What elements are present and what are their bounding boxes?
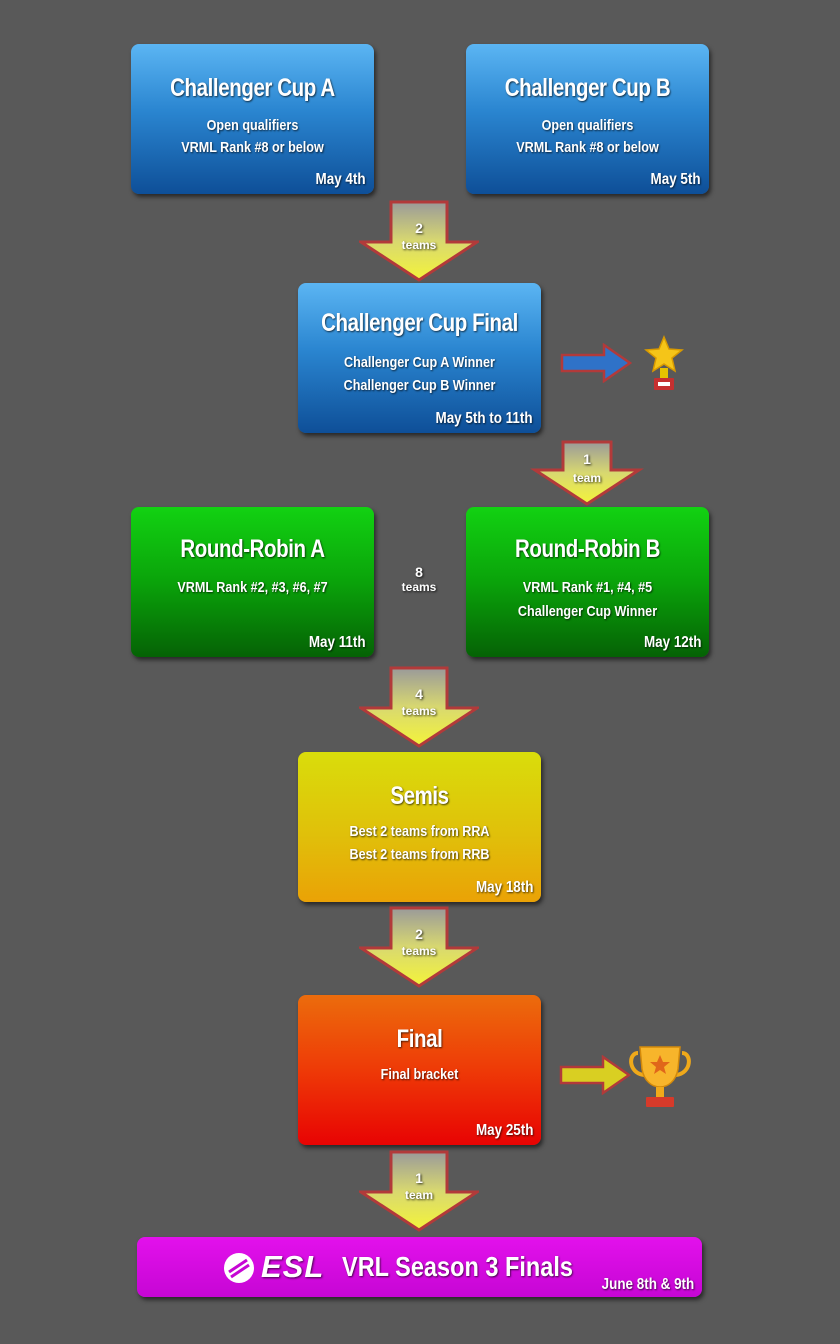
round-robin-a-title: Round-Robin A: [180, 535, 325, 563]
round-robin-b-date: May 12th: [643, 634, 701, 651]
challenger-cup-a-box: Challenger Cup A Open qualifiers VRML Ra…: [131, 44, 374, 194]
rr-middle-count: 8: [415, 564, 423, 580]
down-arrow-icon: [359, 200, 479, 282]
round-robin-b-line1: VRML Rank #1, #4, #5: [522, 579, 653, 596]
challenger-cup-b-date: May 5th: [650, 171, 701, 188]
semis-line2: Best 2 teams from RRB: [349, 846, 490, 863]
star-trophy-icon: [644, 335, 684, 390]
round-robin-b-line2: Challenger Cup Winner: [517, 603, 658, 620]
challenger-cup-a-line1: Open qualifiers: [206, 117, 299, 134]
challenger-cup-b-line2: VRML Rank #8 or below: [516, 139, 659, 156]
banner-date: June 8th & 9th: [601, 1276, 694, 1293]
challenger-cup-final-line2: Challenger Cup B Winner: [343, 377, 496, 394]
round-robin-b-box: Round-Robin B VRML Rank #1, #4, #5 Chall…: [466, 507, 709, 657]
challenger-cup-final-date: May 5th to 11th: [435, 410, 533, 427]
arrow4-unit: teams: [401, 944, 437, 958]
challenger-cup-b-line1: Open qualifiers: [541, 117, 634, 134]
arrow-down-1-team-final: 1 team: [359, 1150, 479, 1234]
challenger-cup-final-title: Challenger Cup Final: [321, 309, 518, 337]
arrow3-count: 4: [415, 686, 423, 702]
arrow2-unit: team: [572, 471, 601, 485]
season-finals-banner: ESL VRL Season 3 Finals June 8th & 9th: [137, 1237, 702, 1297]
esl-logo-text: ESL: [261, 1249, 325, 1284]
esl-logo-icon: [224, 1253, 254, 1283]
arrow3-unit: teams: [401, 704, 437, 718]
arrow-down-2-teams-final: 2 teams: [359, 906, 479, 990]
round-robin-a-date: May 11th: [309, 634, 366, 651]
semis-date: May 18th: [475, 879, 533, 896]
trophy-icon: [629, 1046, 691, 1107]
round-robin-a-box: Round-Robin A VRML Rank #2, #3, #6, #7 M…: [131, 507, 374, 657]
arrow5-count: 1: [415, 1170, 423, 1186]
arrow2-count: 1: [583, 451, 591, 467]
arrow-down-2-teams: 2 teams: [359, 200, 479, 284]
semis-box: Semis Best 2 teams from RRA Best 2 teams…: [298, 752, 541, 902]
challenger-cup-a-date: May 4th: [315, 171, 366, 188]
final-box: Final Final bracket May 25th: [298, 995, 541, 1145]
rr-middle-unit: teams: [401, 580, 437, 594]
arrow-down-4-teams: 4 teams: [359, 666, 479, 750]
final-date: May 25th: [475, 1122, 533, 1139]
challenger-cup-a-title: Challenger Cup A: [170, 74, 335, 102]
challenger-cup-final-line1: Challenger Cup A Winner: [344, 354, 495, 371]
challenger-cup-b-box: Challenger Cup B Open qualifiers VRML Ra…: [466, 44, 709, 194]
semis-line1: Best 2 teams from RRA: [349, 823, 490, 840]
right-arrow-yellow-icon: [559, 1055, 631, 1095]
arrow4-count: 2: [415, 926, 423, 942]
arrow-down-1-team-a: 1 team: [527, 440, 647, 506]
right-arrow-blue-icon: [560, 343, 632, 383]
arrow5-unit: team: [404, 1188, 433, 1202]
challenger-cup-b-title: Challenger Cup B: [504, 74, 671, 102]
arrow1-unit: teams: [401, 238, 437, 252]
final-title: Final: [396, 1025, 443, 1053]
round-robin-a-line1: VRML Rank #2, #3, #6, #7: [177, 579, 328, 596]
arrow1-count: 2: [415, 220, 423, 236]
round-robin-b-title: Round-Robin B: [515, 535, 660, 563]
semis-title: Semis: [390, 782, 449, 810]
banner-title: VRL Season 3 Finals: [342, 1251, 573, 1282]
round-robin-team-count: 8 teams: [395, 564, 443, 594]
final-line1: Final bracket: [380, 1066, 459, 1083]
challenger-cup-a-line2: VRML Rank #8 or below: [181, 139, 324, 156]
challenger-cup-final-box: Challenger Cup Final Challenger Cup A Wi…: [298, 283, 541, 433]
